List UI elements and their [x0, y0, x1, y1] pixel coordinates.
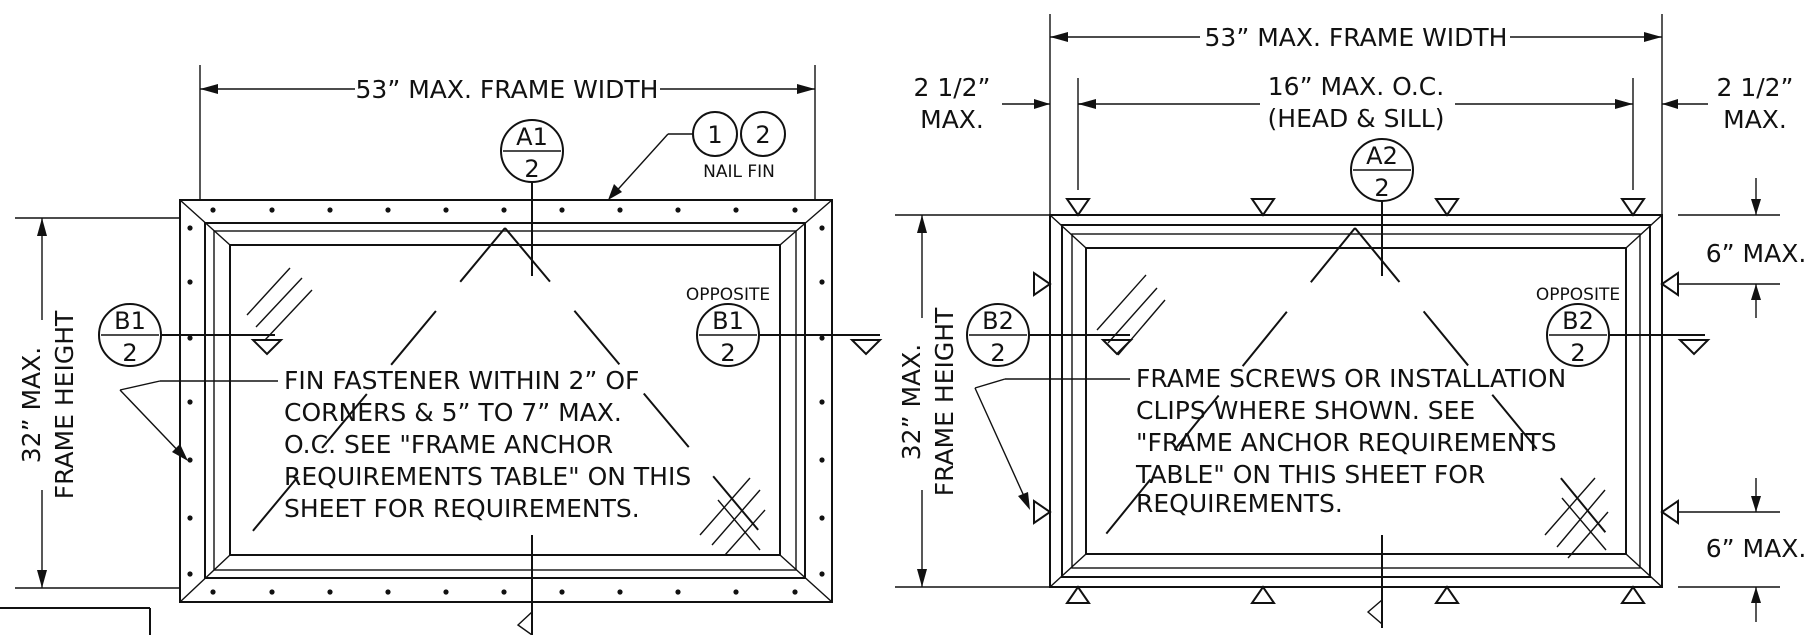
svg-text:A1: A1: [516, 123, 548, 151]
nail-fin-callout: 1 2 NAIL FIN: [608, 111, 786, 200]
svg-text:TABLE" ON THIS SHEET FOR: TABLE" ON THIS SHEET FOR: [1135, 460, 1485, 489]
svg-text:SHEET FOR REQUIREMENTS.: SHEET FOR REQUIREMENTS.: [284, 494, 640, 523]
left-glass-hatch: [246, 267, 766, 556]
svg-text:1: 1: [707, 121, 722, 149]
right-top-jamb-dimension: [1678, 178, 1780, 318]
svg-text:O.C. SEE "FRAME ANCHOR: O.C. SEE "FRAME ANCHOR: [284, 430, 613, 459]
right-sill-fasteners: [1065, 585, 1646, 604]
svg-text:B2: B2: [982, 307, 1014, 335]
left-height-dimension: [15, 217, 180, 589]
left-bottom-section-marker: [516, 610, 533, 635]
left-window-view: 53” MAX. FRAME WIDTH 32” MAX. FRAME HEIG…: [0, 65, 883, 635]
left-nail-fin-fasteners: [187, 207, 825, 595]
left-note: FIN FASTENER WITHIN 2” OF CORNERS & 5” T…: [284, 366, 691, 523]
right-right-edge-label-1: 2 1/2”: [1716, 73, 1793, 102]
svg-text:2: 2: [990, 339, 1005, 367]
svg-text:FIN FASTENER WITHIN 2” OF: FIN FASTENER WITHIN 2” OF: [284, 366, 639, 395]
svg-text:2: 2: [720, 339, 735, 367]
right-height-label-2: FRAME HEIGHT: [930, 307, 959, 496]
svg-text:B2: B2: [1562, 307, 1594, 335]
callout-b2-right: OPPOSITE B2 2: [1536, 285, 1711, 367]
left-opposite-label: OPPOSITE: [686, 285, 770, 305]
svg-text:B1: B1: [712, 307, 744, 335]
callout-b2-left: B2 2: [966, 303, 1134, 367]
left-width-dimension: [199, 65, 816, 200]
svg-text:2: 2: [1374, 174, 1389, 202]
svg-text:2: 2: [755, 121, 770, 149]
right-note: FRAME SCREWS OR INSTALLATION CLIPS WHERE…: [1135, 364, 1566, 518]
right-right-edge-dimension: [1662, 99, 1708, 109]
right-left-edge-dimension: [1002, 99, 1094, 109]
right-frame-inner: [1061, 224, 1651, 578]
left-frame-rebate: [213, 230, 797, 571]
svg-text:REQUIREMENTS TABLE" ON THIS: REQUIREMENTS TABLE" ON THIS: [284, 462, 691, 491]
right-bottom-section-marker: [1366, 598, 1383, 626]
right-right-edge-label-2: MAX.: [1723, 105, 1787, 134]
left-note-leader: [119, 380, 278, 461]
right-bottom-jamb-label: 6” MAX.: [1706, 534, 1807, 563]
left-frame-inner: [204, 222, 806, 579]
left-outer-frame: [179, 199, 833, 603]
right-window-view: 53” MAX. FRAME WIDTH 16” MAX. O.C. (HEAD…: [895, 14, 1806, 628]
right-top-jamb-label: 6” MAX.: [1706, 239, 1807, 268]
left-width-label: 53” MAX. FRAME WIDTH: [356, 75, 659, 104]
svg-text:B1: B1: [114, 307, 146, 335]
svg-text:"FRAME ANCHOR REQUIREMENTS: "FRAME ANCHOR REQUIREMENTS: [1136, 428, 1557, 457]
svg-text:FRAME SCREWS OR INSTALLATION: FRAME SCREWS OR INSTALLATION: [1136, 364, 1566, 393]
right-note-leader: [974, 378, 1130, 510]
left-frame-miters: [179, 199, 833, 603]
svg-text:2: 2: [122, 339, 137, 367]
left-height-label-1: 32” MAX.: [17, 347, 46, 463]
right-width-label: 53” MAX. FRAME WIDTH: [1205, 23, 1508, 52]
svg-text:2: 2: [1570, 339, 1585, 367]
table-border-fragment: [0, 607, 151, 635]
right-outer-frame: [1049, 214, 1663, 588]
right-bottom-jamb-dimension: [1678, 478, 1780, 622]
right-frame-rebate: [1071, 233, 1641, 569]
callout-b1-left: B1 2: [98, 303, 284, 367]
right-head-fasteners: [1065, 198, 1646, 217]
right-oc-label-2: (HEAD & SILL): [1268, 104, 1445, 133]
svg-text:REQUIREMENTS.: REQUIREMENTS.: [1136, 489, 1343, 518]
svg-text:CLIPS WHERE SHOWN. SEE: CLIPS WHERE SHOWN. SEE: [1136, 396, 1475, 425]
right-opposite-label: OPPOSITE: [1536, 285, 1620, 305]
right-glass-edge: [1085, 247, 1627, 555]
right-left-edge-label-1: 2 1/2”: [913, 73, 990, 102]
nail-fin-label: NAIL FIN: [703, 162, 775, 182]
left-glass-edge: [229, 244, 781, 556]
left-height-label-2: FRAME HEIGHT: [50, 310, 79, 499]
right-sash-dashed-lines: [1092, 227, 1621, 551]
right-left-edge-label-2: MAX.: [920, 105, 984, 134]
right-frame-miters: [1049, 214, 1663, 588]
right-height-dimension: [895, 214, 1050, 588]
right-height-label-1: 32” MAX.: [897, 344, 926, 460]
svg-text:A2: A2: [1366, 142, 1398, 170]
callout-a1: A1 2: [500, 119, 564, 276]
svg-text:2: 2: [524, 155, 539, 183]
callout-a2: A2 2: [1350, 138, 1414, 276]
left-sash-dashed-lines: [236, 227, 776, 551]
right-width-dimension: [1049, 14, 1663, 215]
callout-b1-right: OPPOSITE B1 2: [686, 285, 883, 367]
svg-text:CORNERS & 5” TO 7” MAX.: CORNERS & 5” TO 7” MAX.: [284, 398, 622, 427]
right-oc-label-1: 16” MAX. O.C.: [1268, 72, 1444, 101]
